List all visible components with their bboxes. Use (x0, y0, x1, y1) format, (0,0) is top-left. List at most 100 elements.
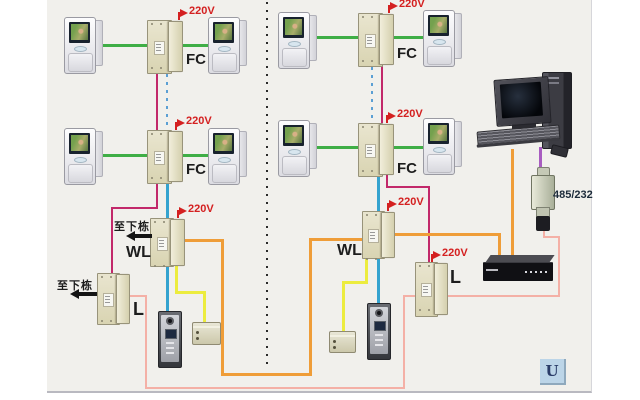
wire-rs485-pink (403, 295, 417, 297)
power-label-text: 220V (188, 203, 214, 215)
indoor-monitor (423, 10, 465, 67)
power-line (178, 12, 180, 20)
monitor-body (278, 120, 310, 177)
electric-lock-unit (192, 322, 221, 345)
monitor-panel (68, 53, 93, 72)
power-arrow-icon (388, 112, 396, 120)
wall-controller-wl1 (150, 218, 185, 267)
rs485-232-converter (531, 167, 555, 233)
power-label-text: 220V (399, 0, 425, 10)
floor-controller-fc1 (147, 20, 183, 74)
to-next-building-arrow (126, 231, 152, 243)
monitor-screen (213, 133, 234, 154)
to-next-building-label: 至下栋 (57, 280, 93, 292)
indoor-monitor (64, 128, 106, 185)
computer-screen (499, 81, 544, 119)
door-display (165, 329, 177, 339)
monitor-screen (428, 123, 449, 144)
arrow-head-icon (126, 231, 135, 241)
monitor-button (288, 149, 301, 155)
wire-door-yellow (203, 291, 206, 323)
monitor-screen-image (285, 19, 302, 35)
floor-controller-fc4 (358, 123, 394, 177)
computer-monitor-stand (512, 121, 536, 129)
fc-label: FC (186, 161, 206, 178)
wire-trunk-orange (185, 239, 224, 242)
controller-emblem (421, 283, 433, 298)
controller-emblem (153, 150, 165, 165)
electric-lock-unit (329, 331, 356, 353)
wire-rs485-pink (543, 231, 545, 237)
wire-bus-magenta (381, 65, 383, 123)
power-arrow-icon (390, 2, 398, 10)
controller-emblem (156, 236, 168, 251)
monitor-screen (69, 22, 90, 43)
power-220v-label: 220V (386, 108, 448, 125)
wire-trunk-orange (221, 239, 224, 376)
monitor-panel (212, 164, 237, 183)
arrow-head-icon (70, 289, 79, 299)
power-line (175, 122, 177, 130)
monitor-body (208, 17, 240, 74)
power-220v-label: 220V (178, 5, 240, 22)
monitor-button (433, 39, 446, 45)
fc-label: FC (397, 160, 417, 177)
computer-monitor (493, 76, 552, 127)
power-arrow-icon (177, 119, 185, 127)
power-line (387, 203, 389, 211)
monitor-button (74, 46, 87, 52)
monitor-button (218, 157, 231, 163)
wire-door-yellow (365, 257, 368, 284)
monitor-body (423, 118, 455, 175)
controller-emblem (103, 293, 115, 307)
monitor-panel (68, 164, 93, 183)
wire-bus-magenta (111, 207, 113, 273)
power-label-text: 220V (442, 247, 468, 259)
power-label-text: 220V (186, 115, 212, 127)
hub-brand-mark (486, 269, 498, 271)
controller-door (434, 263, 448, 316)
wire-rs485-pink (558, 236, 560, 297)
wire-video (306, 146, 360, 149)
wire-rs485-pink (145, 387, 405, 389)
wire-trunk-orange (221, 373, 312, 376)
monitor-button (218, 46, 231, 52)
wire-trunk-orange (309, 238, 312, 376)
indoor-monitor (208, 17, 250, 74)
power-220v-label: 220V (387, 196, 449, 213)
wire-bus-magenta (156, 182, 158, 209)
converter-body (531, 175, 555, 210)
wire-video (181, 154, 210, 157)
monitor-body (423, 10, 455, 67)
power-220v-label: 220V (177, 203, 239, 220)
indoor-monitor (278, 120, 320, 177)
wire-rs485-pink (145, 295, 147, 389)
monitor-button (288, 41, 301, 47)
monitor-screen-image (71, 24, 88, 40)
indoor-monitor (64, 17, 106, 74)
door-display (374, 321, 386, 331)
l-label: L (133, 299, 144, 319)
wire-bus-cyan (166, 265, 169, 313)
controller-door (168, 21, 183, 73)
monitor-body (64, 17, 96, 74)
monitor-screen (283, 125, 304, 146)
wire-serial-purple (539, 147, 542, 171)
wire-trunk-orange (511, 149, 514, 256)
wl-label: WL (337, 242, 362, 259)
door-camera-icon (166, 317, 174, 325)
monitor-button (433, 147, 446, 153)
monitor-body (278, 12, 310, 69)
hub-front (483, 262, 553, 281)
power-arrow-icon (180, 9, 188, 17)
power-line (386, 115, 388, 123)
indoor-monitor (208, 128, 250, 185)
monitor-panel (212, 53, 237, 72)
wire-rs485-pink (448, 295, 560, 297)
monitor-screen-image (430, 125, 447, 141)
wire-door-yellow (342, 281, 345, 332)
door-camera-icon (375, 309, 383, 317)
wire-riser-dashed (166, 74, 168, 128)
monitor-screen (213, 22, 234, 43)
monitor-screen (283, 17, 304, 38)
